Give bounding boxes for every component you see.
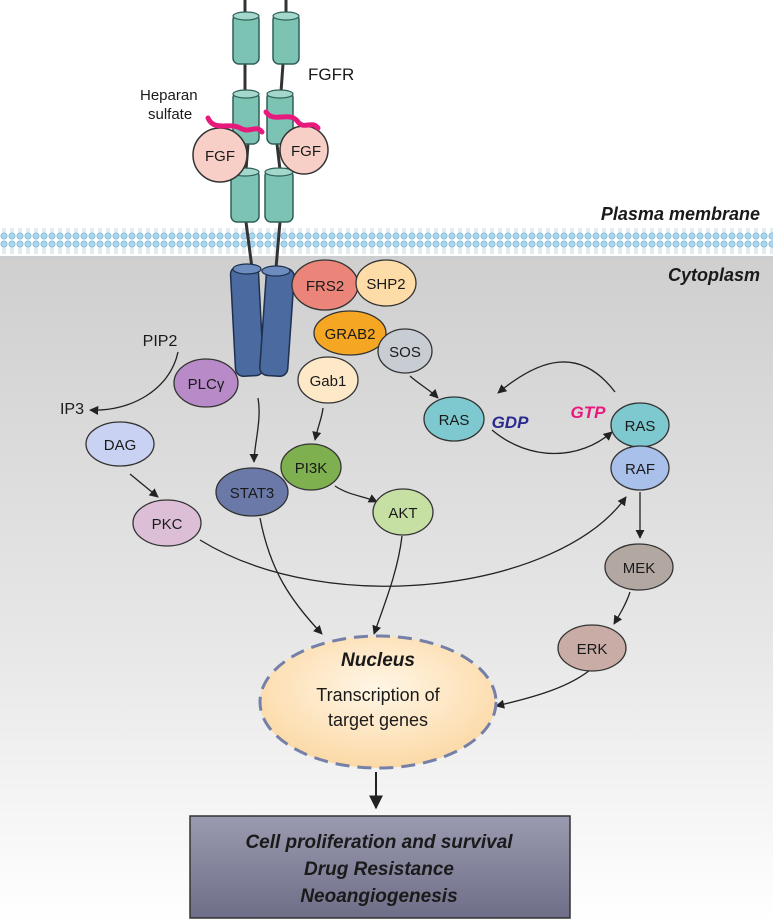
gtp-label: GTP bbox=[571, 403, 607, 422]
plcg-label: PLCγ bbox=[188, 376, 225, 393]
arrow-erk-nucleus bbox=[495, 669, 591, 709]
node-akt: AKT bbox=[372, 488, 434, 536]
gdp-label: GDP bbox=[492, 413, 530, 432]
receptor-domain-d1 bbox=[232, 11, 300, 65]
erk-label: ERK bbox=[577, 641, 608, 658]
stat3-label: STAT3 bbox=[230, 485, 274, 502]
node-mek: MEK bbox=[604, 543, 674, 591]
pkc-label: PKC bbox=[152, 516, 183, 533]
akt-label: AKT bbox=[388, 505, 417, 522]
heparan-sulfate-strand-left bbox=[205, 115, 265, 135]
mek-label: MEK bbox=[623, 560, 656, 577]
arrow-gab1-pi3k bbox=[312, 407, 324, 441]
plasma-membrane-label: Plasma membrane bbox=[601, 204, 760, 224]
fgf-ligand-right: FGF bbox=[279, 125, 329, 175]
node-grab2: GRAB2 bbox=[313, 310, 387, 356]
node-raf: RAF bbox=[610, 445, 670, 491]
sos-label: SOS bbox=[389, 344, 421, 361]
receptor-kinase-domain bbox=[229, 263, 295, 378]
nucleus: Nucleus Transcription of target genes bbox=[258, 634, 498, 770]
node-pi3k: PI3K bbox=[280, 443, 342, 491]
arrow-rasgdp-rasgtp bbox=[491, 429, 613, 455]
fgf-left-label: FGF bbox=[205, 148, 235, 165]
node-erk: ERK bbox=[557, 624, 627, 672]
ras-gtp-label: RAS bbox=[625, 418, 656, 435]
arrow-mek-erk bbox=[613, 591, 631, 625]
node-gab1: Gab1 bbox=[297, 356, 359, 404]
nucleus-title: Nucleus bbox=[341, 650, 415, 671]
outcome-box: Cell proliferation and survival Drug Res… bbox=[189, 815, 571, 919]
pi3k-label: PI3K bbox=[295, 460, 328, 477]
node-frs2: FRS2 bbox=[291, 259, 359, 311]
nucleus-line2: target genes bbox=[328, 710, 428, 730]
fgf-ligand-left: FGF bbox=[192, 127, 248, 183]
heparan-label-line2: sulfate bbox=[148, 106, 192, 123]
node-sos: SOS bbox=[377, 328, 433, 374]
outcome-line3: Neoangiogenesis bbox=[300, 886, 457, 907]
fgf-right-label: FGF bbox=[291, 143, 321, 160]
arrow-pip2-ip3 bbox=[89, 351, 179, 415]
fgfr-receptor bbox=[229, 0, 300, 378]
node-ras-gtp: RAS bbox=[610, 402, 670, 448]
nucleus-line1: Transcription of bbox=[316, 685, 440, 705]
node-plcg: PLCγ bbox=[173, 358, 239, 408]
arrow-rasgtp-rasgdp bbox=[497, 361, 616, 394]
arrow-stat3-nucleus bbox=[259, 517, 323, 635]
receptor-domain-d3 bbox=[230, 167, 294, 223]
node-stat3: STAT3 bbox=[215, 467, 289, 517]
grab2-label: GRAB2 bbox=[325, 326, 376, 343]
node-shp2: SHP2 bbox=[355, 259, 417, 307]
pathway-arrows bbox=[89, 351, 645, 810]
raf-label: RAF bbox=[625, 461, 655, 478]
dag-label: DAG bbox=[104, 437, 137, 454]
shp2-label: SHP2 bbox=[366, 276, 405, 293]
node-ras-gdp: RAS bbox=[423, 396, 485, 442]
gab1-label: Gab1 bbox=[310, 373, 347, 390]
frs2-label: FRS2 bbox=[306, 278, 344, 295]
arrow-dag-pkc bbox=[129, 473, 159, 498]
outcome-line2: Drug Resistance bbox=[304, 859, 454, 880]
arrow-receptor-stat3 bbox=[249, 397, 260, 463]
outcome-line1: Cell proliferation and survival bbox=[245, 832, 513, 853]
arrow-akt-nucleus bbox=[372, 535, 403, 635]
ras-gdp-label: RAS bbox=[439, 412, 470, 429]
cytoplasm-label: Cytoplasm bbox=[668, 265, 760, 285]
plasma-membrane bbox=[0, 228, 773, 258]
arrow-pi3k-akt bbox=[334, 485, 378, 503]
arrow-pkc-raf bbox=[199, 496, 627, 587]
ip3-label: IP3 bbox=[60, 401, 84, 418]
node-dag: DAG bbox=[85, 421, 155, 467]
arrow-sos-ras bbox=[409, 375, 439, 399]
pip2-label: PIP2 bbox=[143, 333, 178, 350]
heparan-label-line1: Heparan bbox=[140, 87, 198, 104]
node-pkc: PKC bbox=[132, 499, 202, 547]
fgfr-label: FGFR bbox=[308, 65, 354, 84]
heparan-sulfate-strand-right bbox=[263, 109, 321, 131]
